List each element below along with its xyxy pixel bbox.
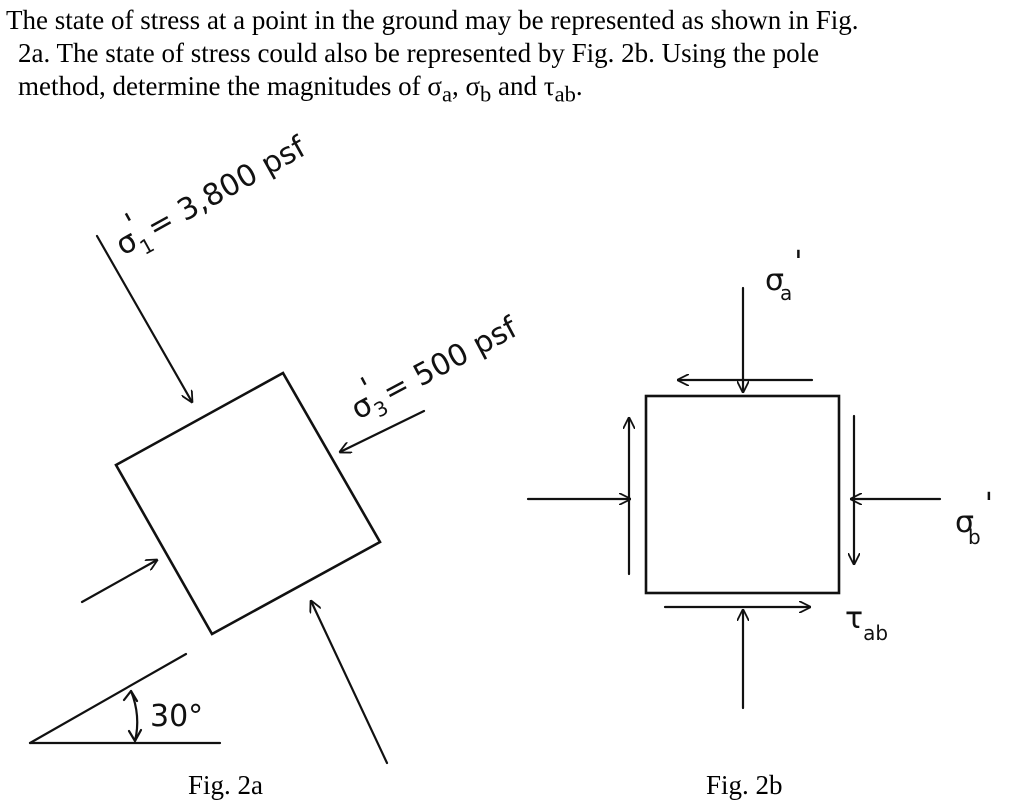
problem-line-2: 2a. The state of stress could also be re… [18, 38, 820, 68]
problem-line-3-text: method, determine the magnitudes of σ [18, 71, 442, 101]
sigma1-arrow-bottom [311, 601, 389, 765]
angle-arc-arrowhead-bottom [127, 728, 143, 743]
tau-symbol: τ [845, 601, 863, 636]
angle-label: 30° [150, 699, 203, 734]
sigma3-arrow-right [340, 409, 426, 452]
fig-2b-caption: Fig. 2b [706, 770, 783, 800]
rotated-soil-element [114, 371, 382, 636]
problem-statement: The state of stress at a point in the gr… [6, 4, 1016, 110]
separator-1: , σ [451, 71, 481, 101]
sigma-a-subscript: a [780, 281, 792, 305]
sigma1-arrow-top [95, 234, 192, 402]
sigma3-arrow-left [80, 560, 157, 604]
inclined-reference-line [28, 652, 188, 745]
fig-2a-caption: Fig. 2a [188, 770, 263, 800]
sigma3-label: σ'3= 500 psf [339, 297, 527, 431]
sigma-a-label: σa' [765, 245, 803, 305]
subscript-a: a [441, 81, 452, 107]
sigma1-value: = 3,800 psf [141, 129, 313, 245]
separator-2: and τ [491, 71, 555, 101]
sigma-b-subscript: b [968, 525, 981, 549]
square-soil-element [644, 394, 841, 595]
subscript-ab: ab [554, 81, 576, 107]
sigma-b-symbol: σ [955, 505, 974, 540]
problem-line-3: method, determine the magnitudes of σa, … [6, 70, 1016, 110]
problem-line-1: The state of stress at a point in the gr… [6, 5, 859, 35]
sigma-b-label: σb' [955, 487, 993, 549]
sigma-a-prime: ' [794, 245, 802, 280]
subscript-b: b [480, 81, 492, 107]
fig-2a: 30° σ'1= 3,800 psf σ'3= 500 psf Fig. 2a [28, 117, 527, 800]
sigma1-label: σ'1= 3,800 psf [103, 117, 316, 269]
fig-2b: σa' σb' τab Fig. 2b [526, 245, 993, 800]
tau-subscript: ab [863, 621, 888, 645]
tau-ab-label: τab [845, 601, 888, 645]
sigma3-value: = 500 psf [377, 310, 524, 410]
sigma-a-symbol: σ [765, 263, 784, 298]
angle-arc-arrowhead-top [122, 689, 139, 703]
sigma-b-prime: ' [985, 487, 993, 522]
line-end: . [575, 71, 583, 101]
